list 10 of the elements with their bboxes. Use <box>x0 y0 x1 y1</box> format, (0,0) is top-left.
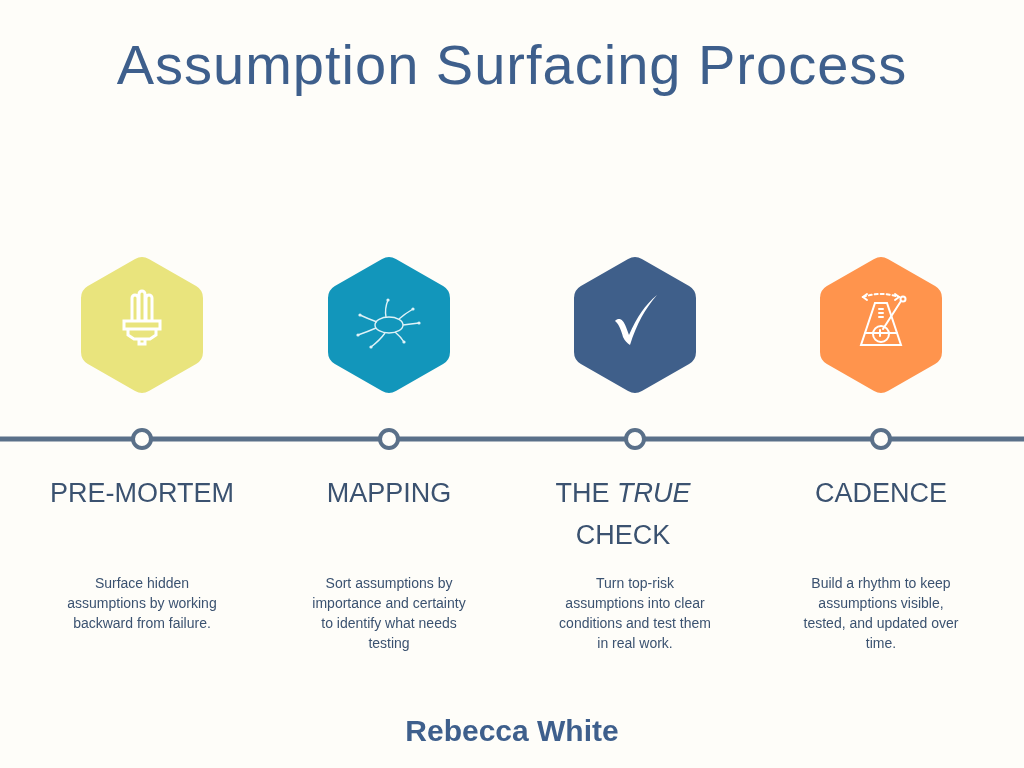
step-description: Sort assumptions by importance and certainty to identify what needs testing <box>311 574 467 653</box>
step-heading: MAPPING <box>325 477 453 510</box>
step-heading: THE TRUE CHECK <box>554 477 692 552</box>
step-description: Build a rhythm to keep assumptions visible, tested, and updated over time. <box>802 574 960 653</box>
author-credit: Rebecca White <box>404 714 620 748</box>
step-heading: CADENCE <box>814 477 948 510</box>
step-heading: PRE-MORTEM <box>49 477 235 510</box>
title: Assumption Surfacing Process <box>115 32 909 97</box>
step-description: Surface hidden assumptions by working backward from failure. <box>66 574 218 633</box>
step-description: Turn top-risk assumptions into clear conditions and test them in real work. <box>558 574 712 653</box>
